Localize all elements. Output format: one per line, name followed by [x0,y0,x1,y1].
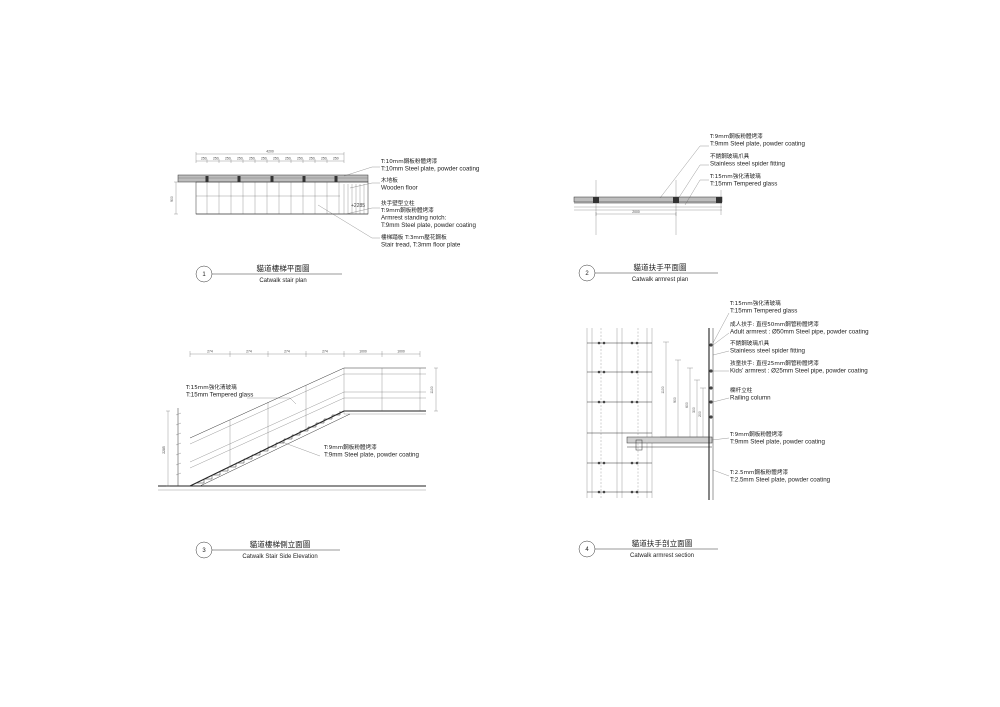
svg-text:600: 600 [685,402,689,408]
callout-4a-en: T:15mm Tempered glass [730,308,797,315]
detail-4-armrest-section: 1100 900 600 300 200 T:15mm強化清玻璃 T:15mm … [578,299,869,559]
svg-text:274: 274 [207,350,213,354]
callout-4e-en: Railing column [730,395,771,402]
svg-text:250: 250 [285,157,291,161]
svg-text:900: 900 [673,397,677,403]
section-dims: 1100 900 600 300 200 [661,386,702,417]
svg-text:1000: 1000 [397,350,405,354]
svg-text:250: 250 [273,157,279,161]
callout-1c-cn: 扶手壁型立柱 [381,199,415,207]
callout-4g-en: T:2.5mm Steel plate, powder coating [730,477,831,484]
callout-2b-cn: 不銹鋼玻璃爪具 [710,152,750,160]
svg-text:200: 200 [698,411,702,417]
detail-title-cn: 貓道樓梯平面圖 [256,263,309,273]
detail-title-cn: 貓道樓梯側立面圖 [250,539,311,549]
svg-text:250: 250 [297,157,303,161]
callout-1d-cn: 樓梯踏板 T:3mm壓花鋼板 [381,233,447,241]
callout-4a-cn: T:15mm強化清玻璃 [729,299,781,307]
dim-right: 1100 [430,386,434,393]
callout-2b-en: Stainless steel spider fitting [710,161,786,168]
dim-total: 4200 [266,150,274,154]
callout-1d-en: Stair tread, T:3mm floor plate [381,242,461,249]
callout-2c-cn: T:15mm強化清玻璃 [709,172,761,180]
svg-text:274: 274 [322,350,328,354]
detail-2-armrest-plan: 2000 T:9mm鋼板粉體烤漆 T:9mm Steel plate, powd… [573,132,805,283]
callout-1a-cn: T:10mm鋼板粉體烤漆 [380,157,438,165]
dim-left: 2285 [162,446,166,454]
callout-1c-en: T:9mm鋼板粉體烤漆 [380,206,434,214]
callout-4c-en: Stainless steel spider fitting [730,348,806,355]
svg-text:250: 250 [237,157,243,161]
callout-4e-cn: 欄杆立柱 [730,386,753,394]
svg-text:1000: 1000 [359,350,367,354]
svg-text:250: 250 [261,157,267,161]
detail-title-cn: 貓道扶手平面圖 [633,262,686,272]
callout-4c-cn: 不銹鋼玻璃爪具 [730,339,770,347]
detail-number: 3 [202,548,206,554]
svg-text:250: 250 [321,157,327,161]
detail-3-stair-elevation: 274 274 274 274 1000 1000 [158,350,438,560]
dim-main: 2000 [632,210,640,214]
stair-treads [196,411,341,484]
svg-text:300: 300 [692,407,696,413]
callout-4f-cn: T:9mm鋼板粉體烤漆 [729,430,783,438]
callout-1b-cn: 木地板 [381,176,398,184]
dim-side: 900 [170,196,174,202]
svg-text:250: 250 [201,157,207,161]
svg-text:250: 250 [225,157,231,161]
detail-number: 1 [202,272,206,278]
detail-title-cn: 貓道扶手剖立面圖 [632,538,693,548]
dims-top: 274 274 274 274 1000 1000 [207,350,405,354]
callout-4d-en: Kids' armrest : Ø25mm Steel pipe, powder… [730,368,868,375]
detail-title-en: Catwalk Stair Side Elevation [242,554,317,560]
callout-3b-cn: T:9mm鋼板粉體烤漆 [323,443,377,451]
svg-text:250: 250 [213,157,219,161]
level-mark: +2285 [351,203,365,209]
callout-3a-cn: T:15mm強化清玻璃 [185,383,237,391]
detail-1-stair-plan: 4200 250 250 250 250 250 250 250 250 250… [170,150,480,285]
callout-2a-cn: T:9mm鋼板粉體烤漆 [709,132,763,140]
callout-2a-en: T:9mm Steel plate, powder coating [710,141,805,148]
callout-1c-en2: Armrest standing notch: [381,215,447,222]
detail-number: 2 [585,271,589,277]
svg-text:250: 250 [333,157,339,161]
callout-4f-en: T:9mm Steel plate, powder coating [730,439,825,446]
callout-1a-en: T:10mm Steel plate, powder coating [381,166,480,173]
svg-text:1100: 1100 [661,386,665,393]
dim-segments: 250 250 250 250 250 250 250 250 250 250 … [201,157,339,161]
detail-title-en: Catwalk armrest plan [632,277,688,283]
detail-number: 4 [585,547,589,553]
svg-text:274: 274 [246,350,252,354]
callout-4b-en: Adult armrest : Ø50mm Steel pipe, powder… [730,329,869,336]
svg-text:274: 274 [284,350,290,354]
callout-4b-cn: 成人扶手: 直徑50mm鋼管粉體烤漆 [730,320,819,328]
svg-text:250: 250 [309,157,315,161]
callout-1c-en3: T:9mm Steel plate, powder coating [381,222,476,229]
glass-spider-rows [587,341,652,494]
callout-4g-cn: T:2.5mm鋼板粉體烤漆 [729,468,788,476]
callout-4d-cn: 孩童扶手: 直徑25mm鋼管粉體烤漆 [730,359,819,367]
detail-title-en: Catwalk stair plan [259,278,306,284]
callout-3b-en: T:9mm Steel plate, powder coating [324,452,419,459]
callout-1b-en: Wooden floor [381,185,418,192]
callout-3a-en: T:15mm Tempered glass [186,392,253,399]
callout-2c-en: T:15mm Tempered glass [710,181,777,188]
detail-title-en: Catwalk armrest section [630,553,694,559]
svg-text:250: 250 [249,157,255,161]
